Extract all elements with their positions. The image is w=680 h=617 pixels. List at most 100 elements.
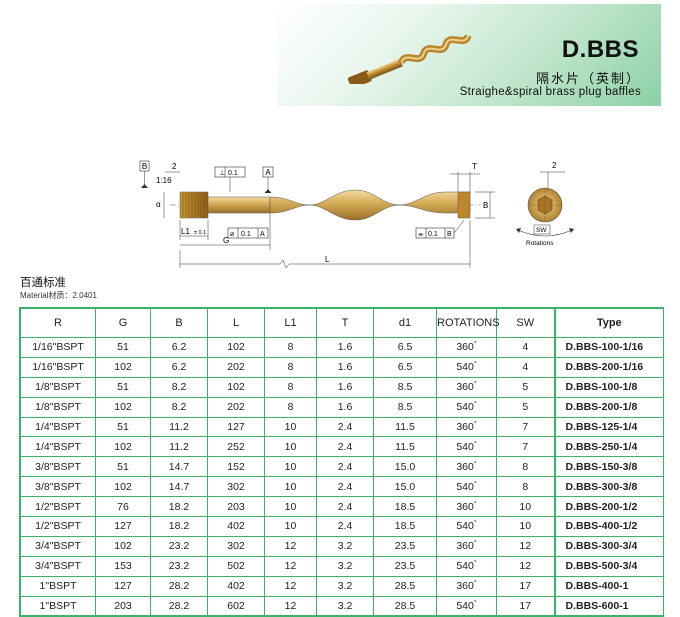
table-cell: 2.4 <box>316 436 374 458</box>
table-cell: D.BBS-300-3/4 <box>553 535 664 557</box>
table-cell: 4 <box>496 356 555 378</box>
standard-title: 百通标准 <box>20 277 66 289</box>
table-cell: 8.2 <box>150 376 208 398</box>
table-cell: 8 <box>264 356 317 378</box>
table-cell: 28.5 <box>373 575 437 597</box>
table-cell: D.BBS-100-1/8 <box>553 376 664 398</box>
column-header: ROTATIONS <box>436 308 500 338</box>
table-cell: 152 <box>207 456 265 478</box>
table-cell: 1"BSPT <box>20 595 96 617</box>
column-header: L1 <box>264 308 317 338</box>
table-cell: 4 <box>496 337 555 358</box>
table-cell: 1/8"BSPT <box>20 396 96 418</box>
runout-tolerance: 0.1 <box>241 231 251 238</box>
table-cell: D.BBS-150-3/8 <box>553 456 664 478</box>
table-cell: D.BBS-500-3/4 <box>553 555 664 577</box>
table-cell: 502 <box>207 555 265 577</box>
table-cell: 8 <box>496 476 555 498</box>
table-cell: 23.2 <box>150 535 208 557</box>
table-cell: 360° <box>436 337 497 358</box>
table-cell: 11.5 <box>373 416 437 438</box>
table-cell: 12 <box>496 555 555 577</box>
table-cell: 12 <box>264 575 317 597</box>
technical-drawing: B 2 1:16 α ⊥ 0.1 A L1 ± 0.1 ⌀ 0.1 A G L … <box>139 160 574 269</box>
table-cell: 540° <box>436 356 497 378</box>
l1-tolerance: ± 0.1 <box>194 230 206 236</box>
column-header: R <box>20 308 96 338</box>
straight-shaft <box>207 196 271 214</box>
table-cell: 10 <box>264 436 317 458</box>
table-cell: 23.2 <box>150 555 208 577</box>
table-cell: 602 <box>207 595 265 617</box>
table-cell: 15.0 <box>373 456 437 478</box>
table-cell: D.BBS-125-1/4 <box>553 416 664 438</box>
g-label: G <box>223 236 229 245</box>
table-cell: 6.2 <box>150 337 208 358</box>
table-cell: 1/16"BSPT <box>20 356 96 378</box>
table-cell: 402 <box>207 516 265 537</box>
table-cell: 18.5 <box>373 496 437 518</box>
header-banner: D.BBS 隔水片（英制） Straighe&spiral brass plug… <box>277 4 661 106</box>
table-cell: 28.5 <box>373 595 437 617</box>
table-cell: 540° <box>436 555 497 577</box>
table-cell: 360° <box>436 416 497 438</box>
table-cell: 10 <box>264 416 317 438</box>
table-cell: 18.2 <box>150 516 208 537</box>
table-cell: 1/8"BSPT <box>20 376 96 398</box>
table-cell: 28.2 <box>150 575 208 597</box>
table-cell: 203 <box>95 595 151 617</box>
dim-2-left: 2 <box>172 162 177 171</box>
table-cell: 102 <box>95 356 151 378</box>
table-cell: 127 <box>95 516 151 537</box>
table-cell: 360° <box>436 535 497 557</box>
table-cell: 360° <box>436 575 497 597</box>
table-cell: 1.6 <box>316 356 374 378</box>
table-cell: D.BBS-200-1/2 <box>553 496 664 518</box>
column-header: d1 <box>373 308 437 338</box>
table-cell: 102 <box>207 376 265 398</box>
table-cell: D.BBS-300-3/8 <box>553 476 664 498</box>
product-code: D.BBS <box>561 36 639 63</box>
table-cell: 6.5 <box>373 337 437 358</box>
table-cell: 202 <box>207 396 265 418</box>
table-cell: 5 <box>496 396 555 418</box>
table-cell: 3/4"BSPT <box>20 535 96 557</box>
table-cell: 15.0 <box>373 476 437 498</box>
table-cell: 8 <box>264 396 317 418</box>
table-cell: 540° <box>436 436 497 458</box>
table-cell: 23.5 <box>373 535 437 557</box>
table-cell: 8.2 <box>150 396 208 418</box>
table-cell: 1/16"BSPT <box>20 337 96 358</box>
table-cell: 17 <box>496 575 555 597</box>
table-cell: 102 <box>207 337 265 358</box>
product-image <box>347 33 472 84</box>
table-cell: D.BBS-400-1/2 <box>553 516 664 537</box>
table-cell: 8.5 <box>373 376 437 398</box>
column-header: T <box>316 308 374 338</box>
column-header: B <box>150 308 208 338</box>
datum-b-label: B <box>142 162 147 171</box>
taper-label: 1:16 <box>156 176 172 185</box>
table-cell: 51 <box>95 416 151 438</box>
table-cell: 7 <box>496 436 555 458</box>
table-cell: 11.2 <box>150 436 208 458</box>
table-cell: 3/4"BSPT <box>20 555 96 577</box>
table-cell: D.BBS-100-1/16 <box>553 337 664 358</box>
table-cell: 102 <box>95 535 151 557</box>
table-cell: D.BBS-250-1/4 <box>553 436 664 458</box>
table-cell: 153 <box>95 555 151 577</box>
table-cell: D.BBS-600-1 <box>553 595 664 617</box>
material-label: Material材质：2.0401 <box>20 291 97 300</box>
table-cell: 3.2 <box>316 555 374 577</box>
table-cell: 8.5 <box>373 396 437 418</box>
table-cell: 1"BSPT <box>20 575 96 597</box>
table-cell: 3.2 <box>316 535 374 557</box>
b-dim-label: B <box>483 201 488 210</box>
